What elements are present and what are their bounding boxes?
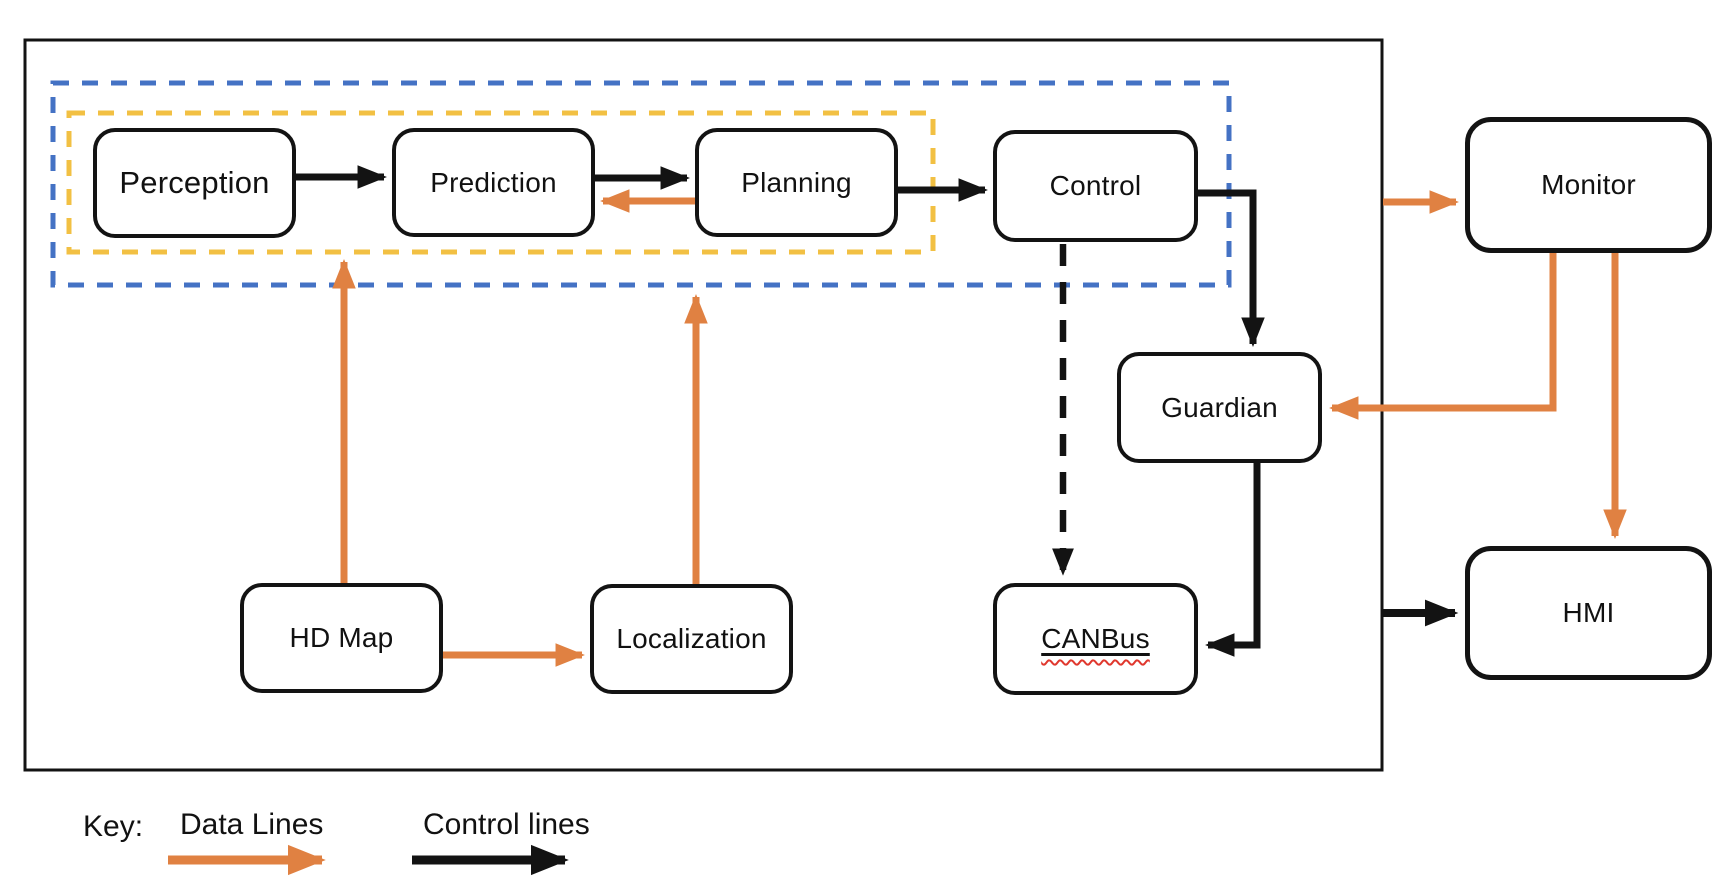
planning-label: Planning — [741, 166, 852, 198]
arrow-control-to-guardian — [1198, 189, 1265, 347]
canbus-box[interactable]: CANBus — [993, 583, 1198, 695]
monitor-box[interactable]: Monitor — [1465, 117, 1712, 253]
hmi-box[interactable]: HMI — [1465, 546, 1712, 680]
canbus-label: CANBus — [1041, 623, 1150, 654]
legend-data-lines-label: Data Lines — [180, 808, 324, 841]
legend-control-lines-label: Control lines — [423, 808, 590, 841]
planning-box[interactable]: Planning — [695, 128, 898, 237]
blue-dashed-group-box — [50, 80, 1232, 288]
hmi-label: HMI — [1562, 597, 1615, 628]
hd-map-label: HD Map — [289, 622, 394, 653]
prediction-box[interactable]: Prediction — [392, 128, 595, 237]
prediction-label: Prediction — [430, 166, 557, 198]
hd-map-box[interactable]: HD Map — [240, 583, 443, 693]
arrow-monitor-to-guardian — [1329, 253, 1557, 420]
localization-box[interactable]: Localization — [590, 584, 793, 694]
perception-box[interactable]: Perception — [93, 128, 296, 238]
localization-label: Localization — [616, 623, 767, 654]
legend-title: Key: — [83, 810, 144, 843]
canbus-label-underline: CANBus — [1041, 623, 1150, 655]
yellow-dashed-group-box — [66, 110, 936, 255]
control-box[interactable]: Control — [993, 130, 1198, 242]
control-label: Control — [1049, 170, 1142, 201]
guardian-box[interactable]: Guardian — [1117, 352, 1322, 463]
perception-label: Perception — [119, 165, 270, 200]
monitor-label: Monitor — [1541, 169, 1636, 200]
arrow-guardian-to-canbus — [1205, 463, 1261, 657]
guardian-label: Guardian — [1161, 391, 1278, 423]
